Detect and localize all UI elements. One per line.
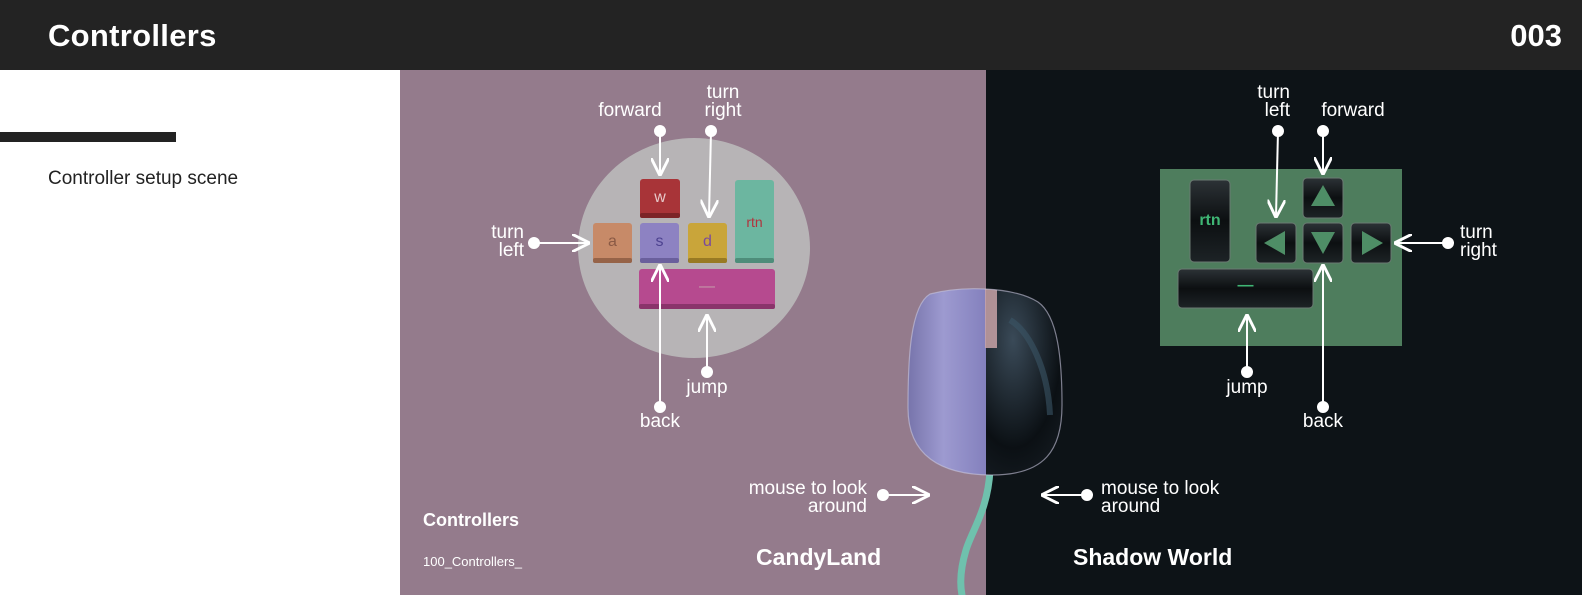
- candyland-key-space-label: —: [699, 278, 715, 295]
- candyland-key-w-label: w: [654, 189, 666, 206]
- candyland-label-jump: jump: [686, 377, 728, 398]
- section-subtitle: Controller setup scene: [48, 168, 239, 189]
- shadow-label-turn-right: turn right: [1460, 222, 1497, 261]
- candyland-key-d: [688, 223, 727, 263]
- candyland-label-turn-left: turn left: [491, 222, 524, 261]
- candyland-key-a: [593, 223, 632, 263]
- candyland-key-rtn-label: rtn: [746, 214, 763, 230]
- scene-viewport[interactable]: w a s d rtn — rtn — forward turn right t…: [400, 70, 1582, 595]
- mouse-graphic: [908, 288, 1062, 475]
- scene-file-name: 100_Controllers_: [423, 554, 523, 569]
- shadow-world-title: Shadow World: [1073, 544, 1233, 570]
- scene-title: Controllers: [423, 510, 520, 530]
- header-bar: Controllers 003: [0, 0, 1582, 70]
- shadow-key-rtn: [1189, 179, 1231, 263]
- section-divider: [0, 132, 176, 142]
- right-arrow-icon: [1362, 231, 1383, 255]
- candyland-key-d-label: d: [703, 233, 712, 250]
- candyland-label-turn-right: turn right: [704, 82, 742, 121]
- candyland-key-space: [639, 269, 775, 309]
- shadow-label-mouse: mouse to look around: [1101, 478, 1220, 517]
- shadow-label-jump: jump: [1226, 377, 1268, 398]
- shadow-key-rtn-label: rtn: [1199, 212, 1221, 229]
- candyland-key-w: [640, 179, 680, 218]
- up-arrow-icon: [1311, 185, 1335, 206]
- candyland-label-forward: forward: [598, 100, 662, 121]
- shadow-label-turn-left: turn left: [1257, 82, 1290, 121]
- mouse-cable: [957, 466, 994, 595]
- candyland-key-s: [640, 223, 679, 263]
- shadow-label-back: back: [1302, 411, 1344, 432]
- shadow-key-space: [1177, 268, 1314, 309]
- candyland-key-a-label: a: [608, 233, 617, 250]
- down-arrow-icon: [1311, 232, 1335, 254]
- candyland-label-mouse: mouse to look around: [748, 478, 867, 517]
- shadow-connectors: [1043, 125, 1454, 500]
- candyland-key-rtn: [735, 180, 774, 263]
- shadow-label-forward: forward: [1321, 100, 1385, 121]
- candyland-world-title: CandyLand: [756, 544, 882, 570]
- scene-illustration: [400, 70, 1582, 595]
- left-arrow-icon: [1264, 231, 1285, 255]
- shadow-key-space-label: —: [1237, 277, 1254, 294]
- page-number: 003: [1510, 18, 1562, 53]
- candyland-label-back: back: [639, 411, 681, 432]
- candyland-connectors: [528, 125, 928, 500]
- candyland-key-s-label: s: [655, 233, 664, 250]
- page-title: Controllers: [48, 18, 217, 53]
